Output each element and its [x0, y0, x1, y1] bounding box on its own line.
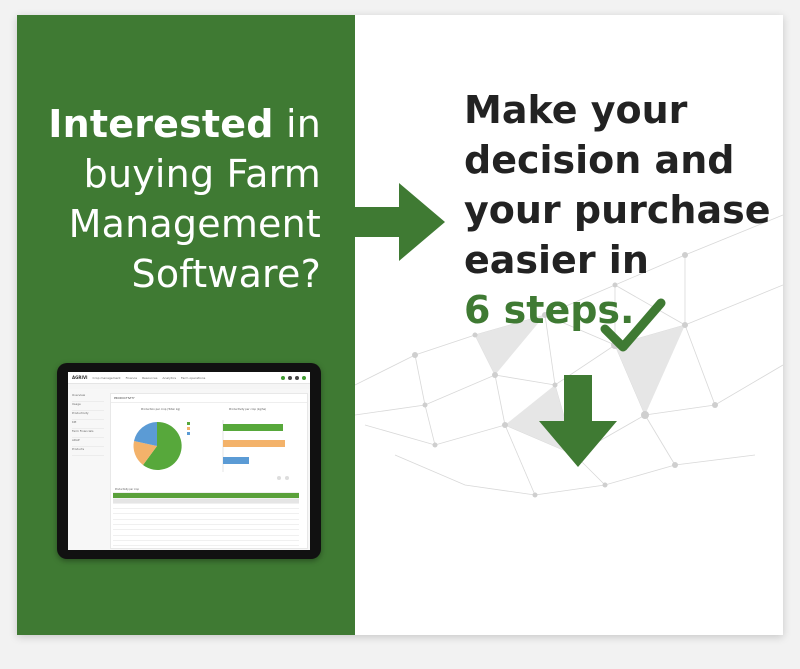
- right-headline: Make your decision and your purchase eas…: [464, 85, 774, 335]
- headline-in: in: [273, 102, 321, 146]
- app-menu-1: Crop management: [92, 375, 121, 380]
- pie-slice-2: [133, 441, 157, 465]
- table-row: [113, 536, 299, 541]
- arrow-right-icon: [355, 183, 445, 261]
- pie-slice-1: [143, 421, 182, 470]
- bar-title: Productivity per crop (kg/ha): [229, 407, 266, 411]
- pie-slice-3: [134, 422, 157, 446]
- side-item-overview: Overview: [72, 393, 104, 402]
- bell-icon: [295, 375, 299, 380]
- promo-card: Interested in buying Farm Management Sof…: [17, 15, 783, 635]
- side-item-adap: ADAP: [72, 438, 104, 447]
- help-icon: [281, 375, 285, 380]
- right-line1: Make your: [464, 88, 688, 132]
- side-item-productivity: Productivity: [72, 411, 104, 420]
- app-menu-2: Finance: [125, 375, 138, 380]
- side-item-kpi: KPI: [72, 420, 104, 429]
- side-item-products: Products: [72, 447, 104, 456]
- table-row: [113, 498, 299, 504]
- pie-title: Production per crop (Total: kg): [141, 407, 180, 411]
- app-menu-5: Farm operations: [181, 375, 206, 380]
- table-row: [113, 520, 299, 526]
- app-icons: [281, 375, 306, 380]
- app-sidebar: Overview Usage Productivity KPI Farm Fin…: [72, 393, 104, 456]
- left-panel: Interested in buying Farm Management Sof…: [17, 15, 355, 635]
- tablet-mockup: AGRIVI Crop management Finance Resources…: [57, 363, 321, 559]
- app-logo: AGRIVI: [72, 375, 88, 380]
- right-line4: easier in: [464, 238, 649, 282]
- productivity-table: Productivity per crop: [113, 488, 299, 550]
- tablet-screen: AGRIVI Crop management Finance Resources…: [68, 372, 310, 550]
- app-topbar: AGRIVI Crop management Finance Resources…: [68, 372, 310, 384]
- table-row: [113, 509, 299, 515]
- right-line3: your purchase: [464, 188, 771, 232]
- dashboard-charts: Production per crop (Total: kg) Producti…: [133, 407, 289, 480]
- headline-line4: Software?: [131, 252, 321, 296]
- side-item-usage: Usage: [72, 402, 104, 411]
- section-title: PRODUCTIVITY: [111, 394, 307, 403]
- table-row: [113, 493, 299, 499]
- app-body: Overview Usage Productivity KPI Farm Fin…: [68, 389, 310, 550]
- left-headline: Interested in buying Farm Management Sof…: [21, 99, 321, 299]
- chart-nav-left-icon: [277, 476, 281, 480]
- legend-dot-1: [187, 422, 190, 425]
- table-row: [113, 546, 299, 550]
- bar-1: [223, 424, 283, 431]
- bar-2: [223, 440, 285, 447]
- legend-dot-2: [187, 427, 190, 430]
- pie-chart: [133, 421, 182, 470]
- right-line2: decision and: [464, 138, 735, 182]
- arrow-down-icon: [539, 375, 617, 467]
- headline-line2: buying Farm: [83, 152, 321, 196]
- app-menu-4: Analytics: [162, 375, 177, 380]
- calendar-icon: [288, 375, 292, 380]
- headline-line3: Management: [68, 202, 321, 246]
- table-row: [113, 504, 299, 510]
- headline-strong: Interested: [48, 102, 274, 146]
- table-row: [113, 541, 299, 547]
- table-row: [113, 525, 299, 531]
- table-row: [113, 514, 299, 520]
- chart-nav-right-icon: [285, 476, 289, 480]
- table-title: Productivity per crop: [113, 488, 299, 494]
- app-main: PRODUCTIVITY Production per crop (Total:…: [110, 393, 308, 549]
- user-icon: [302, 375, 306, 380]
- legend-dot-3: [187, 432, 190, 435]
- app-menu-3: Resources: [142, 375, 158, 380]
- checkmark-icon: [600, 298, 666, 352]
- table-row: [113, 530, 299, 536]
- bar-3: [223, 457, 249, 464]
- side-item-financials: Farm Financials: [72, 429, 104, 438]
